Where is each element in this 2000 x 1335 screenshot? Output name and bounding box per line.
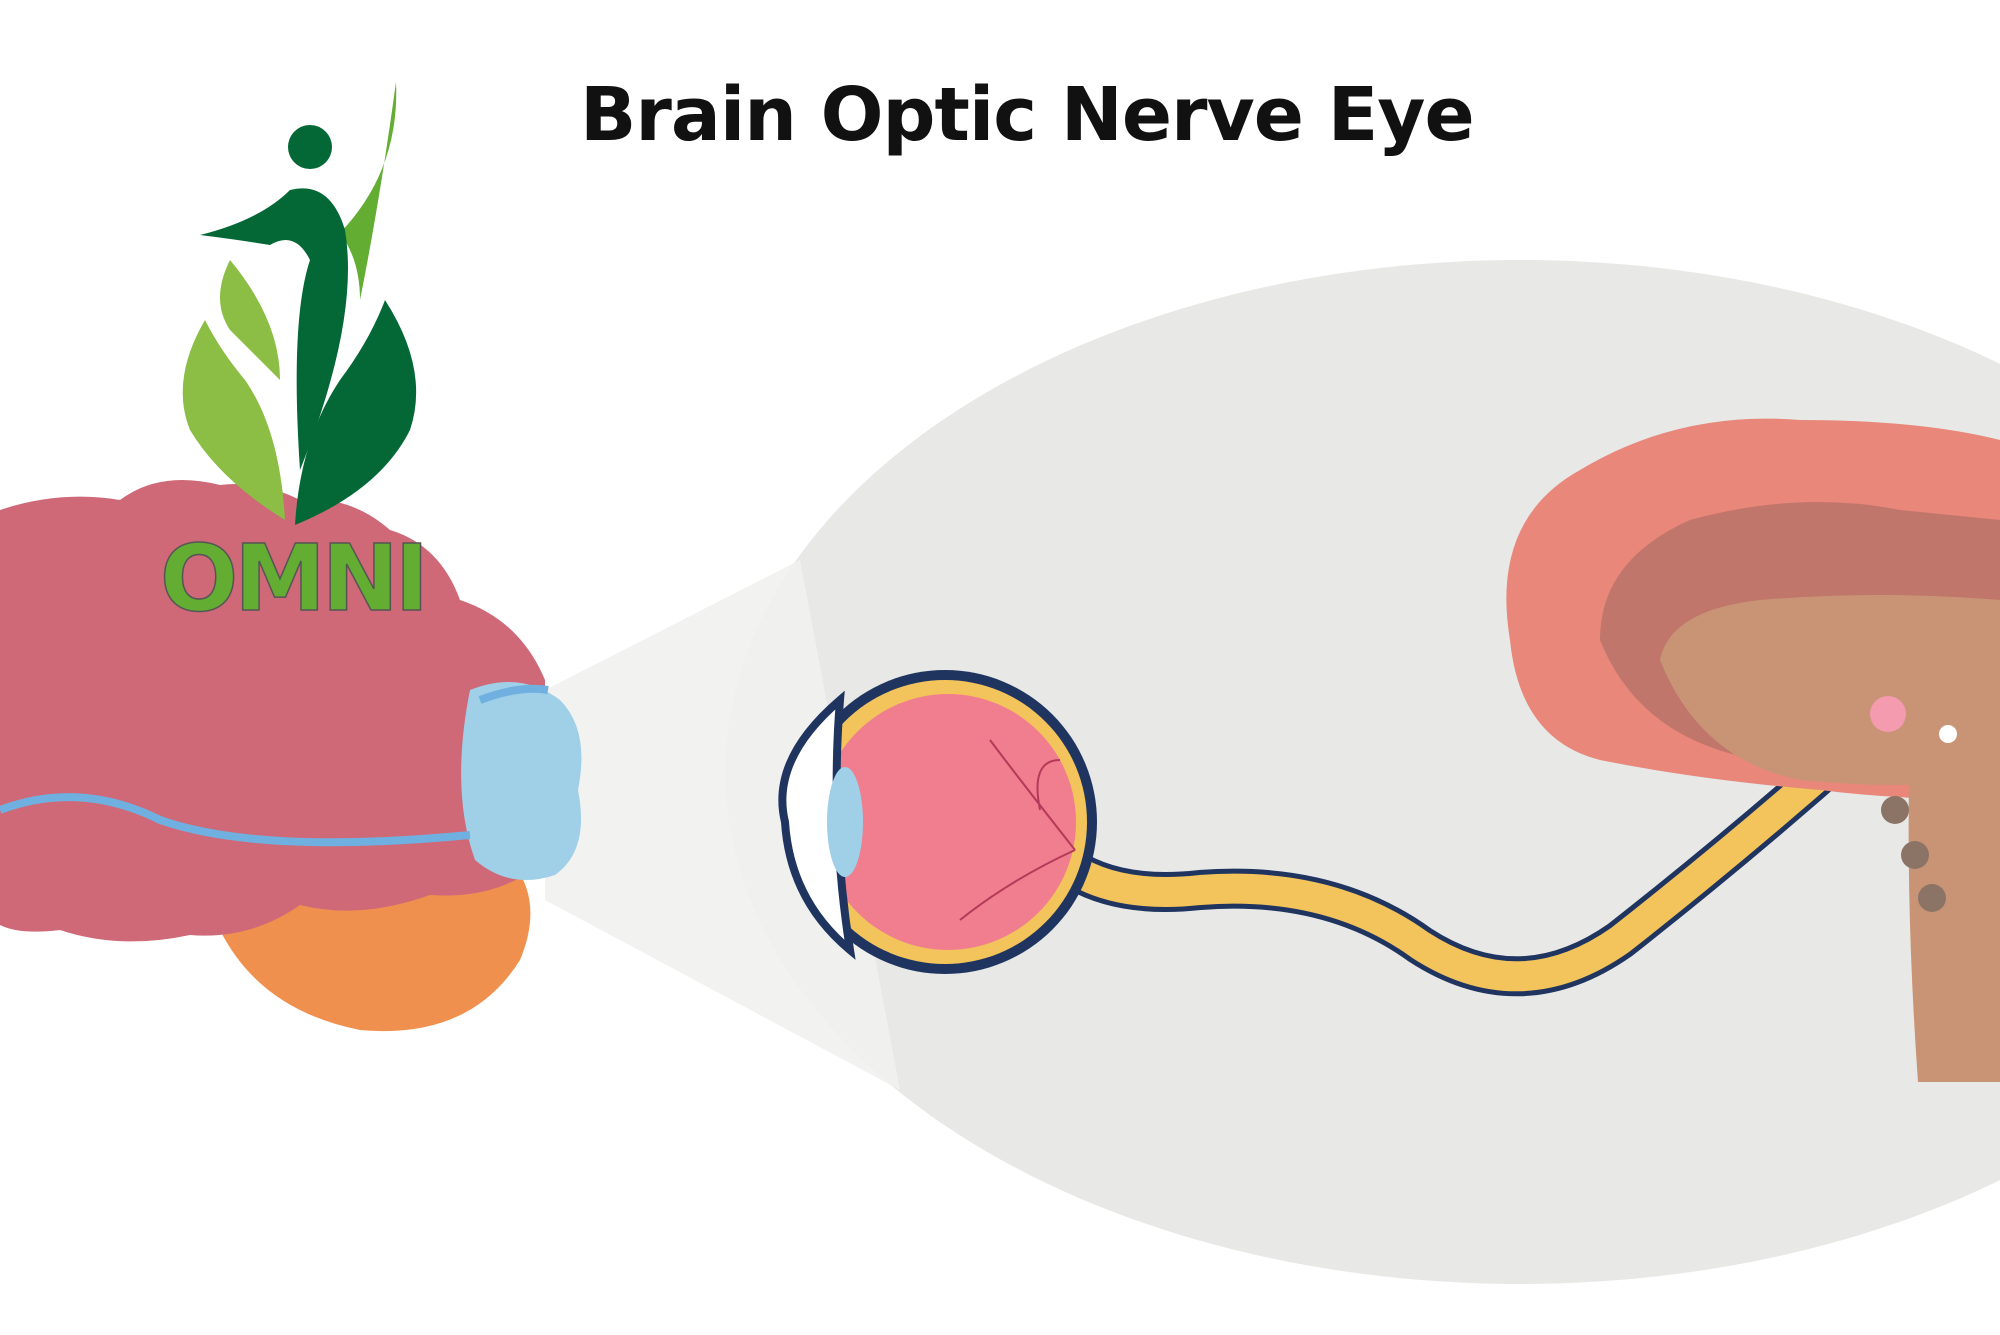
page-title: Brain Optic Nerve Eye (580, 72, 1474, 158)
right-brain-sagittal (1506, 418, 2000, 1082)
lens (827, 767, 863, 877)
zoom-cone (545, 560, 900, 1090)
optic-nerve-core (1045, 699, 1903, 992)
eyeball (778, 670, 1097, 974)
occipital-lobe (461, 682, 582, 880)
thalamus-dot (1870, 696, 1906, 732)
left-brain (0, 480, 582, 1032)
brainstem (1908, 740, 2000, 1082)
logo-arm-icon (340, 82, 397, 300)
logo-leaf-light-icon (182, 320, 285, 520)
logo-leaf-light-small-icon (220, 260, 280, 380)
logo-body-icon (200, 188, 348, 471)
omni-logo: OMNI (159, 82, 430, 633)
pathway-top (478, 684, 549, 704)
retina-vessels (959, 739, 1076, 921)
logo-leaf-dark-icon (295, 300, 417, 525)
cerebrum (0, 480, 545, 942)
logo-text: OMNI (160, 525, 425, 632)
visual-pathway (0, 793, 471, 847)
logo-head-icon (288, 125, 332, 169)
